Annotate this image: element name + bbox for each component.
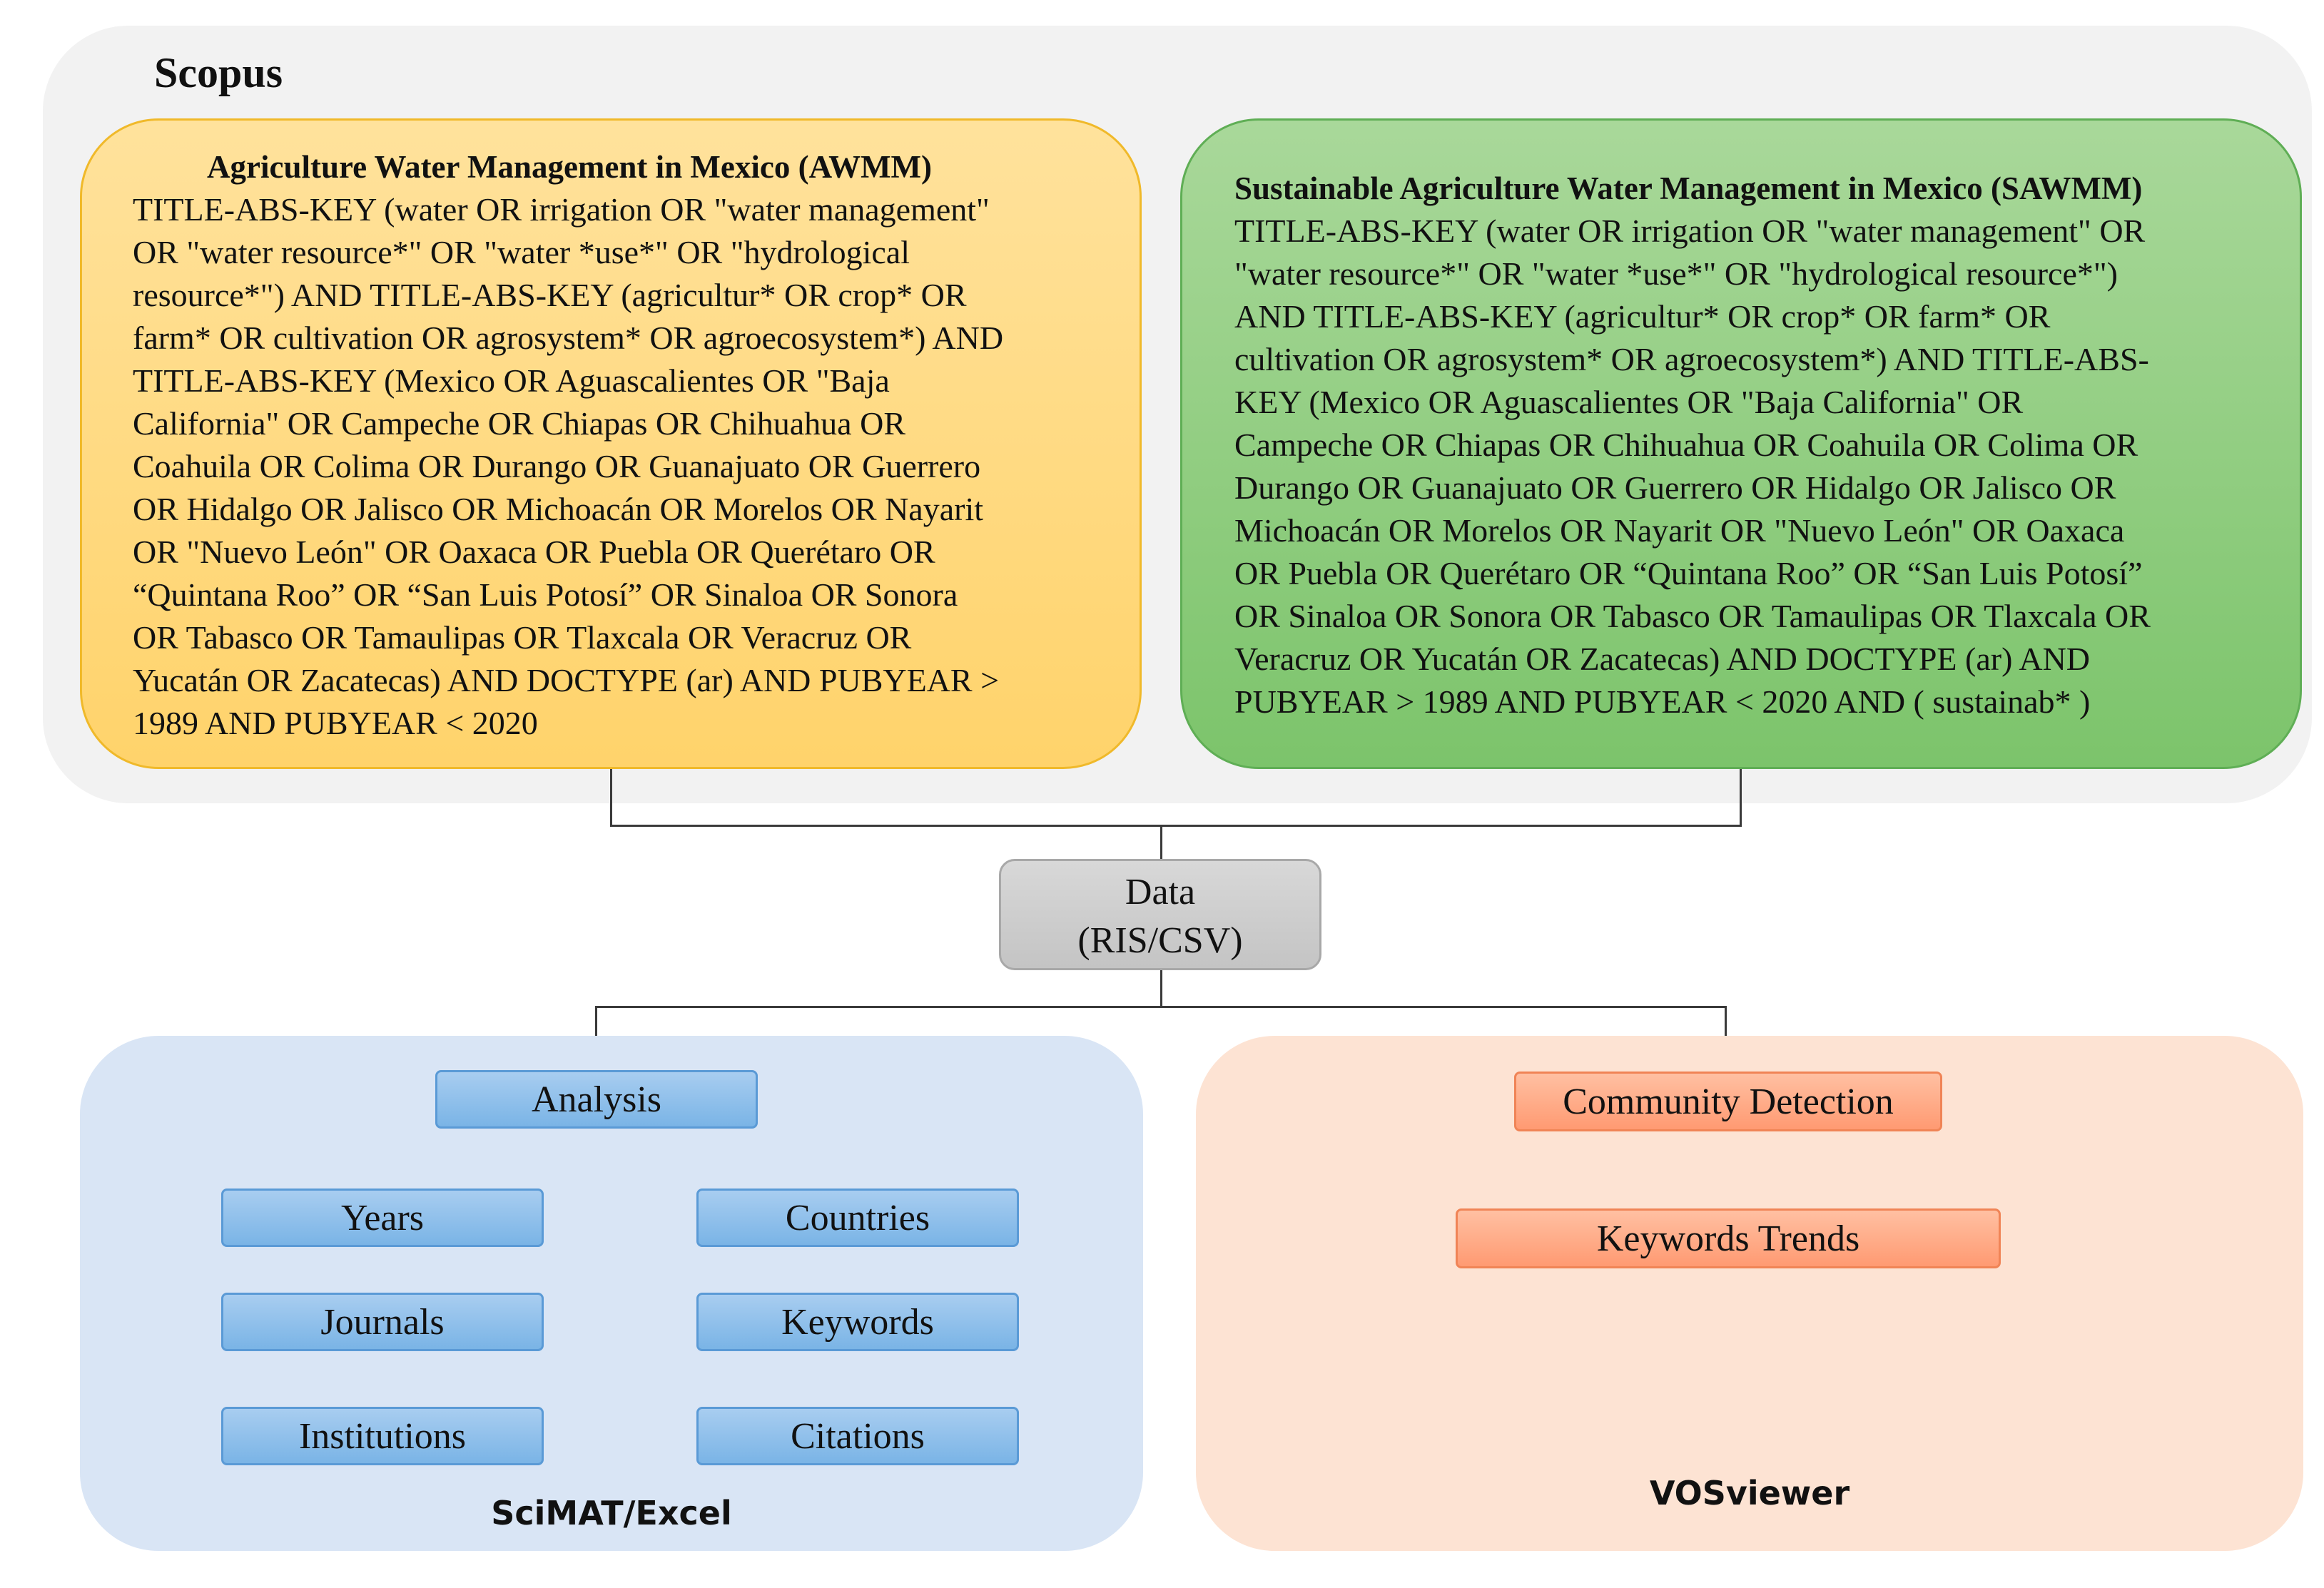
connector-bottom-horizontal <box>595 1006 1727 1008</box>
sawmm-query-line: OR Sinaloa OR Sonora OR Tabasco OR Tamau… <box>1234 598 2151 634</box>
data-label: Data <box>1125 872 1196 912</box>
journals-box: Journals <box>221 1293 544 1351</box>
awmm-query-line: farm* OR cultivation OR agrosystem* OR a… <box>133 320 1004 356</box>
sawmm-query-line: cultivation OR agrosystem* OR agroecosys… <box>1234 341 2149 377</box>
awmm-query-line: Coahuila OR Colima OR Durango OR Guanaju… <box>133 448 981 484</box>
sawmm-query-line: Durango OR Guanajuato OR Guerrero OR Hid… <box>1234 469 2116 506</box>
years-box: Years <box>221 1189 544 1247</box>
sawmm-query-line: Michoacán OR Morelos OR Nayarit OR "Nuev… <box>1234 512 2125 549</box>
awmm-query-text: TITLE-ABS-KEY (water OR irrigation OR "w… <box>133 188 1003 745</box>
awmm-query-line: TITLE-ABS-KEY (Mexico OR Aguascalientes … <box>133 362 890 399</box>
awmm-query-box <box>80 118 1142 769</box>
analysis-box: Analysis <box>435 1070 758 1129</box>
data-node: Data (RIS/CSV) <box>999 859 1321 970</box>
community-detection-box: Community Detection <box>1514 1072 1942 1131</box>
sawmm-title: Sustainable Agriculture Water Management… <box>1234 170 2143 206</box>
awmm-query-line: Yucatán OR Zacatecas) AND DOCTYPE (ar) A… <box>133 662 1000 698</box>
awmm-query-line: OR "Nuevo León" OR Oaxaca OR Puebla OR Q… <box>133 534 935 570</box>
citations-box: Citations <box>696 1407 1019 1465</box>
data-format-label: (RIS/CSV) <box>1077 920 1243 961</box>
awmm-query-line: 1989 AND PUBYEAR < 2020 <box>133 705 538 741</box>
sawmm-query-line: KEY (Mexico OR Aguascalientes OR "Baja C… <box>1234 384 2024 420</box>
awmm-query-line: “Quintana Roo” OR “San Luis Potosí” OR S… <box>133 576 958 613</box>
sawmm-query-line: TITLE-ABS-KEY (water OR irrigation OR "w… <box>1234 213 2146 249</box>
connector-from-data <box>1160 970 1162 1007</box>
awmm-query-line: OR Hidalgo OR Jalisco OR Michoacán OR Mo… <box>133 491 984 527</box>
awmm-query-line: OR Tabasco OR Tamaulipas OR Tlaxcala OR … <box>133 619 912 656</box>
awmm-query-line: resource*") AND TITLE-ABS-KEY (agricultu… <box>133 277 967 313</box>
connector-top-horizontal <box>610 825 1742 827</box>
awmm-title: Agriculture Water Management in Mexico (… <box>207 149 933 185</box>
awmm-query-line: OR "water resource*" OR "water *use*" OR… <box>133 234 910 270</box>
keywords-box: Keywords <box>696 1293 1019 1351</box>
scopus-title: Scopus <box>154 49 283 96</box>
connector-to-data <box>1160 825 1162 860</box>
sawmm-query-line: "water resource*" OR "water *use*" OR "h… <box>1234 255 2118 292</box>
countries-box: Countries <box>696 1189 1019 1247</box>
sawmm-query-line: PUBYEAR > 1989 AND PUBYEAR < 2020 AND ( … <box>1234 683 2091 720</box>
sawmm-query-line: Campeche OR Chiapas OR Chihuahua OR Coah… <box>1234 427 2138 463</box>
sawmm-query-text: TITLE-ABS-KEY (water OR irrigation OR "w… <box>1234 210 2151 723</box>
institutions-box: Institutions <box>221 1407 544 1465</box>
sawmm-query-line: Veracruz OR Yucatán OR Zacatecas) AND DO… <box>1234 641 2091 677</box>
keywords-trends-box: Keywords Trends <box>1456 1208 2001 1268</box>
sawmm-query-line: AND TITLE-ABS-KEY (agricultur* OR crop* … <box>1234 298 2051 335</box>
sawmm-query-line: OR Puebla OR Querétaro OR “Quintana Roo”… <box>1234 555 2143 591</box>
vosviewer-label: VOSviewer <box>1649 1474 1850 1512</box>
awmm-query-line: TITLE-ABS-KEY (water OR irrigation OR "w… <box>133 191 990 228</box>
connector-awmm-down <box>610 769 612 826</box>
sawmm-query-box <box>1180 118 2302 769</box>
awmm-query-line: California" OR Campeche OR Chiapas OR Ch… <box>133 405 905 442</box>
scimat-excel-label: SciMAT/Excel <box>491 1494 732 1532</box>
connector-sawmm-down <box>1740 769 1742 826</box>
